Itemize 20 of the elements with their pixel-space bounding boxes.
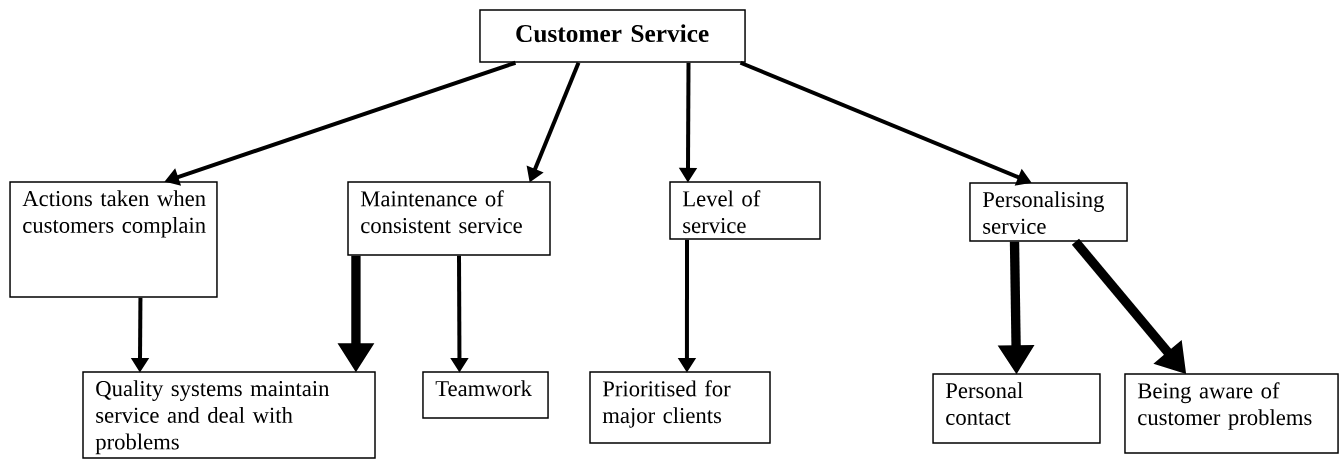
box-label: Actions taken when customers complain [22,190,206,238]
concept-box [82,371,376,459]
box-label: Maintenance of consistent service [360,190,522,234]
box-label: Quality systems maintain service and deal with problems [95,380,330,455]
box-label: Being aware of customer problems [1137,382,1312,430]
concept-box [589,371,771,444]
concept-box [669,181,821,240]
concept-box [9,181,218,298]
concept-box [347,181,551,256]
concept-box [422,371,549,419]
box-label: Personalising service [982,191,1104,234]
box-label: Prioritised for major clients [602,380,731,428]
title-box [479,9,746,63]
box-label: Level of service [682,190,761,234]
title: Customer Service [516,24,709,43]
concept-box [1124,373,1339,454]
concept-box [932,373,1101,444]
concept-box [969,182,1128,242]
box-label: Teamwork [435,380,532,397]
box-label: Personal contact [945,382,1023,425]
